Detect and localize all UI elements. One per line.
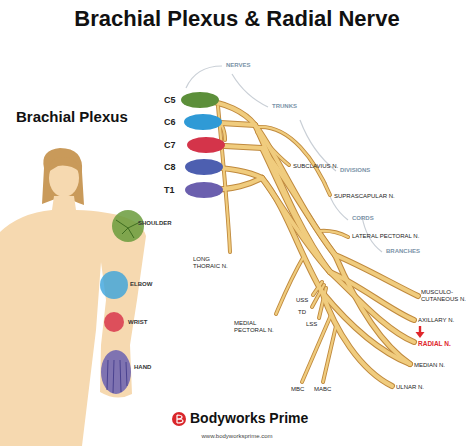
root-label: C7: [164, 140, 176, 150]
nerve-label: SUPRASCAPULAR N.: [334, 193, 395, 200]
nerve: [200, 100, 418, 386]
pointer-arrow: [416, 326, 425, 338]
root-c6: [184, 114, 222, 130]
section-label: NERVES: [226, 62, 251, 69]
root-label: C8: [164, 162, 176, 172]
root-label: C6: [164, 117, 176, 127]
subtitle: Brachial Plexus: [16, 108, 128, 125]
hand-region: [101, 350, 131, 394]
nerve: [218, 106, 348, 382]
nerve-outline: [200, 100, 418, 386]
logo-mark: [172, 412, 186, 426]
nerve-label: LATERAL PECTORAL N.: [352, 233, 419, 240]
body-figure: [0, 148, 146, 446]
root-c8: [185, 159, 223, 175]
nerve-label: MUSCULO-CUTANEOUS N.: [421, 289, 469, 303]
nerve-label: ULNAR N.: [396, 384, 424, 391]
brand-name: Bodyworks Prime: [190, 410, 308, 426]
section-label: DIVISIONS: [340, 167, 370, 174]
elbow-region: [100, 271, 128, 299]
wrist-region: [104, 312, 124, 332]
section-label: BRANCHES: [386, 248, 420, 255]
nerve-label: USS: [296, 297, 308, 304]
nerve-label: MBC: [291, 386, 304, 393]
nerve-label: MABC: [314, 386, 331, 393]
nerve-label: TD: [298, 309, 306, 316]
root-c5: [181, 92, 219, 108]
nerve-label: AXILLARY N.: [418, 317, 454, 324]
section-label: CORDS: [352, 215, 374, 222]
root-label: C5: [164, 95, 176, 105]
section-label: TRUNKS: [272, 103, 297, 110]
root-label: T1: [164, 185, 175, 195]
website: www.bodyworksprime.com: [201, 433, 272, 440]
nerve-label: LSS: [306, 321, 317, 328]
region-label: ELBOW: [130, 281, 152, 288]
nerve-label: LONG THORAIC N.: [193, 256, 233, 270]
region-label: SHOULDER: [138, 220, 172, 227]
title: Brachial Plexus & Radial Nerve: [0, 6, 474, 32]
region-label: WRIST: [128, 319, 147, 326]
root-c7: [187, 137, 225, 153]
nerve-label-highlight: RADIAL N.: [418, 340, 451, 347]
root-t1: [185, 182, 223, 198]
nerve-label: MEDIAL PECTORAL N.: [234, 320, 276, 334]
region-label: HAND: [134, 364, 151, 371]
nerve-label: SUBCLAVIUS N.: [293, 163, 338, 170]
nerve-label: MEDIAN N.: [414, 362, 445, 369]
